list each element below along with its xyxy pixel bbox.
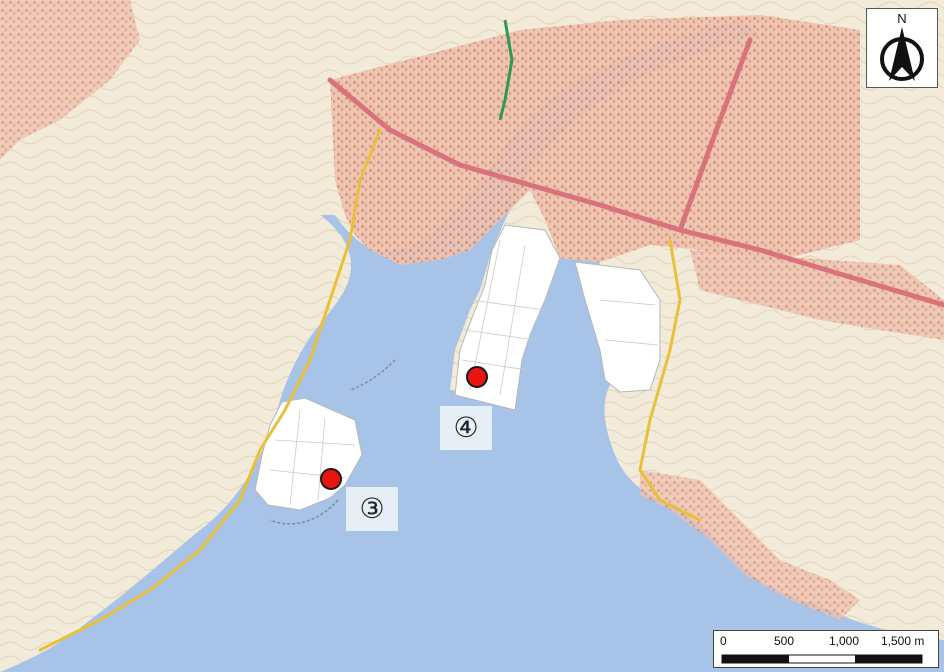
scale-label-1000: 1,000	[829, 634, 860, 648]
scale-label-0: 0	[720, 634, 727, 648]
site-marker-4[interactable]	[466, 366, 488, 388]
scale-bar: 0 500 1,000 1,500 m	[713, 630, 939, 668]
urban-area-east	[690, 250, 944, 340]
site-label-4: ④	[440, 406, 492, 450]
urban-area-north	[330, 15, 860, 265]
reclaimed-pier-center	[454, 224, 561, 411]
urban-area-northwest	[0, 0, 140, 160]
scale-label-500: 500	[774, 634, 795, 648]
scale-label-1500: 1,500 m	[881, 634, 925, 648]
north-letter: N	[897, 11, 906, 26]
site-marker-3[interactable]	[320, 468, 342, 490]
reclaimed-pier-east	[574, 261, 661, 393]
site-label-3: ③	[346, 487, 398, 531]
sea-area	[0, 20, 944, 672]
scale-bar-graphic	[721, 654, 923, 664]
north-arrow-icon: N	[880, 11, 924, 81]
urban-area-south-coast	[640, 470, 860, 620]
north-arrow-panel: N	[866, 8, 938, 88]
